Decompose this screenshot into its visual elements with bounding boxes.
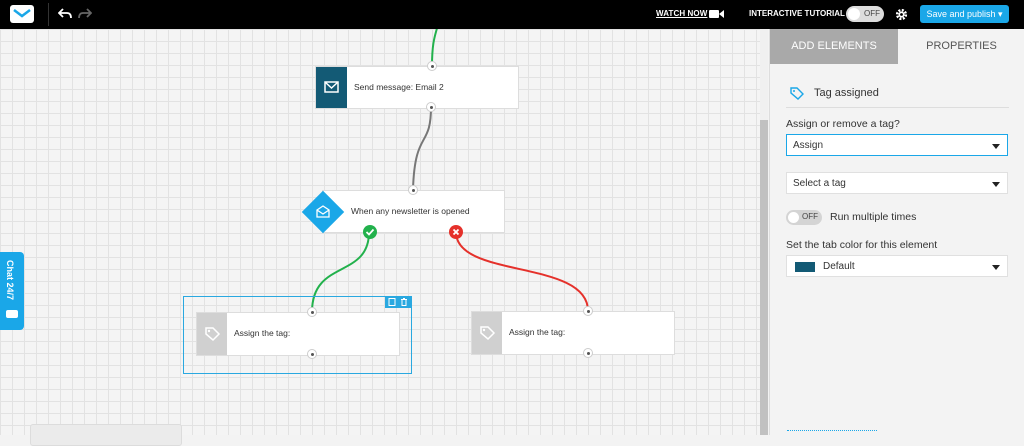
selection-toolbar	[385, 296, 411, 308]
port-out[interactable]	[426, 102, 436, 112]
node-label: Assign the tag:	[509, 327, 566, 337]
canvas-scrollbar-thumb[interactable]	[760, 120, 768, 435]
tag-icon	[480, 326, 496, 341]
yes-check-icon[interactable]	[363, 225, 377, 239]
port-out[interactable]	[583, 348, 593, 358]
tab-color-select[interactable]: Default	[786, 255, 1008, 277]
interactive-tutorial-label: INTERACTIVE TUTORIAL	[749, 9, 845, 18]
save-button-label: Save and publish	[926, 9, 996, 19]
assign-tag-node-2[interactable]: Assign the tag:	[471, 311, 675, 355]
assign-select-value: Assign	[793, 140, 824, 151]
gear-icon[interactable]	[895, 8, 908, 21]
envelope-icon	[324, 81, 339, 93]
divider	[786, 107, 1009, 108]
tab-properties[interactable]: PROPERTIES	[926, 40, 997, 52]
port-in[interactable]	[408, 185, 418, 195]
assign-select[interactable]: Assign	[786, 134, 1008, 156]
tab-color-label: Set the tab color for this element	[786, 239, 938, 251]
video-camera-icon[interactable]	[709, 9, 724, 19]
chat-247-tab[interactable]: Chat 24/7	[0, 252, 24, 330]
chat-label: Chat 24/7	[5, 260, 15, 301]
toggle-state: OFF	[802, 212, 818, 221]
tag-icon	[790, 87, 804, 100]
node-label: Send message: Email 2	[354, 82, 444, 92]
connector-top	[431, 29, 438, 67]
run-multiple-toggle[interactable]: OFF	[786, 210, 822, 225]
email-node-icon-box	[316, 67, 347, 108]
trash-icon[interactable]	[400, 298, 408, 306]
assign-tag-node-1[interactable]: Assign the tag:	[196, 312, 400, 356]
properties-panel: ADD ELEMENTS PROPERTIES Tag assigned Ass…	[769, 29, 1024, 435]
color-swatch	[795, 262, 815, 272]
open-envelope-icon	[316, 205, 330, 218]
divider	[48, 3, 49, 26]
tutorial-toggle[interactable]: OFF	[846, 6, 884, 22]
connector-email-to-condition	[412, 106, 432, 190]
tag-select[interactable]: Select a tag	[786, 172, 1008, 194]
tag-node-icon-box	[472, 312, 502, 354]
chevron-down-icon	[992, 182, 1000, 187]
tag-select-value: Select a tag	[793, 178, 846, 189]
port-in[interactable]	[583, 306, 593, 316]
tab-add-elements[interactable]: ADD ELEMENTS	[770, 29, 898, 64]
tag-node-icon-box	[197, 313, 227, 355]
selection-frame	[183, 296, 412, 374]
newsletter-opened-node[interactable]: When any newsletter is opened	[322, 190, 505, 233]
help-link[interactable]	[787, 430, 877, 436]
node-label: Assign the tag:	[234, 328, 291, 338]
assign-question-label: Assign or remove a tag?	[786, 118, 900, 130]
toggle-knob	[788, 212, 799, 223]
toggle-knob	[848, 8, 860, 20]
tab-color-value: Default	[823, 261, 855, 272]
chevron-down-icon	[992, 265, 1000, 270]
undo-icon[interactable]	[58, 8, 72, 20]
element-title: Tag assigned	[814, 87, 879, 99]
connector-no	[455, 231, 589, 312]
send-message-node[interactable]: Send message: Email 2	[315, 66, 519, 109]
tag-icon	[205, 327, 221, 342]
toggle-state: OFF	[864, 9, 880, 18]
port-in[interactable]	[427, 61, 437, 71]
save-and-publish-button[interactable]: Save and publish ▾	[920, 5, 1009, 23]
workflow-canvas[interactable]: Send message: Email 2 When any newslette…	[0, 29, 760, 435]
redo-icon[interactable]	[78, 8, 92, 20]
chevron-down-icon	[992, 144, 1000, 149]
condition-diamond	[301, 190, 345, 234]
port-in[interactable]	[307, 307, 317, 317]
copy-icon[interactable]	[388, 298, 396, 306]
port-out[interactable]	[307, 349, 317, 359]
node-label: When any newsletter is opened	[351, 206, 470, 216]
watch-now-link[interactable]: WATCH NOW	[656, 9, 708, 18]
no-cross-icon[interactable]	[449, 225, 463, 239]
canvas-bottom-panel[interactable]	[30, 424, 182, 446]
top-bar: WATCH NOW INTERACTIVE TUTORIAL OFF Save …	[0, 0, 1024, 29]
logo-icon[interactable]	[9, 4, 35, 24]
chat-bubble-icon	[6, 310, 18, 318]
run-multiple-label: Run multiple times	[830, 211, 917, 223]
